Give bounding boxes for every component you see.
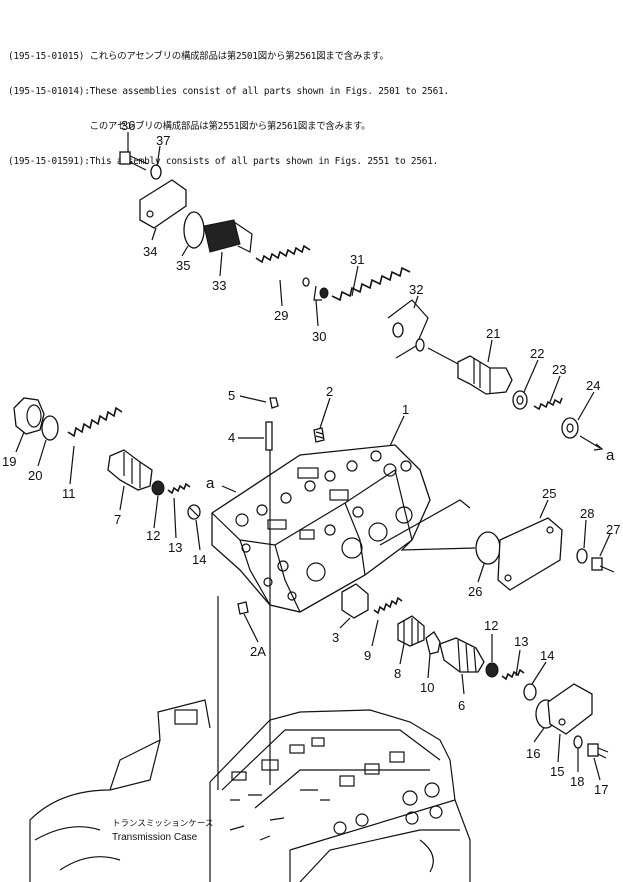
label-7: 7 — [114, 512, 121, 527]
label-22: 22 — [530, 346, 544, 361]
header-notes: (195-15-01015) これらのアセンブリの構成部品は第2501図から第2… — [8, 28, 449, 179]
label-9: 9 — [364, 648, 371, 663]
label-23: 23 — [552, 362, 566, 377]
part-labels: 36 37 34 35 33 29 30 31 32 21 22 23 24 a… — [2, 118, 620, 797]
label-18: 18 — [570, 774, 584, 789]
label-6: 6 — [458, 698, 465, 713]
label-12: 12 — [146, 528, 160, 543]
right-cover-parts — [475, 517, 615, 591]
case-label-jp: トランスミッションケース — [112, 818, 213, 828]
label-33: 33 — [212, 278, 226, 293]
label-11: 11 — [62, 486, 76, 501]
note-line-3: このアセンブリの構成部品は第2551図から第2561図まで含みます。 — [8, 120, 371, 132]
valve-body — [211, 444, 476, 613]
label-17: 17 — [594, 782, 608, 797]
label-2a: 2A — [250, 644, 266, 659]
label-13: 13 — [168, 540, 182, 555]
note-line-1: (195-15-01015) これらのアセンブリの構成部品は第2501図から第2… — [8, 51, 389, 63]
label-a-right: a — [606, 447, 615, 464]
label-13b: 13 — [514, 634, 528, 649]
upper-parts — [119, 151, 604, 451]
note-line-2: (195-15-01014):These assemblies consist … — [8, 85, 449, 97]
label-37: 37 — [156, 133, 170, 148]
label-19: 19 — [2, 454, 16, 469]
left-parts — [13, 397, 201, 520]
label-31: 31 — [350, 252, 364, 267]
label-28: 28 — [580, 506, 594, 521]
label-14b: 14 — [540, 648, 554, 663]
label-34: 34 — [143, 244, 157, 259]
leader-lines — [15, 132, 611, 781]
label-8: 8 — [394, 666, 401, 681]
label-5: 5 — [228, 388, 235, 403]
label-21: 21 — [486, 326, 500, 341]
label-36: 36 — [121, 118, 135, 133]
label-16: 16 — [526, 746, 540, 761]
label-29: 29 — [274, 308, 288, 323]
case-label-en: Transmission Case — [112, 832, 198, 843]
label-4: 4 — [228, 430, 235, 445]
label-35: 35 — [176, 258, 190, 273]
label-24: 24 — [586, 378, 600, 393]
label-10: 10 — [420, 680, 434, 695]
label-20: 20 — [28, 468, 42, 483]
transmission-case — [29, 699, 471, 882]
label-15: 15 — [550, 764, 564, 779]
label-26: 26 — [468, 584, 482, 599]
label-1: 1 — [402, 402, 409, 417]
part-36-bolt-head — [119, 151, 131, 165]
label-30: 30 — [312, 329, 326, 344]
label-a-left: a — [206, 475, 215, 492]
label-27: 27 — [606, 522, 620, 537]
label-3: 3 — [332, 630, 339, 645]
label-14: 14 — [192, 552, 206, 567]
label-2: 2 — [326, 384, 333, 399]
lower-parts — [237, 583, 609, 759]
label-12b: 12 — [484, 618, 498, 633]
top-small-parts — [265, 397, 325, 451]
note-line-4: (195-15-01591):This assembly consists of… — [8, 155, 439, 167]
label-25: 25 — [542, 486, 556, 501]
label-32: 32 — [409, 282, 423, 297]
